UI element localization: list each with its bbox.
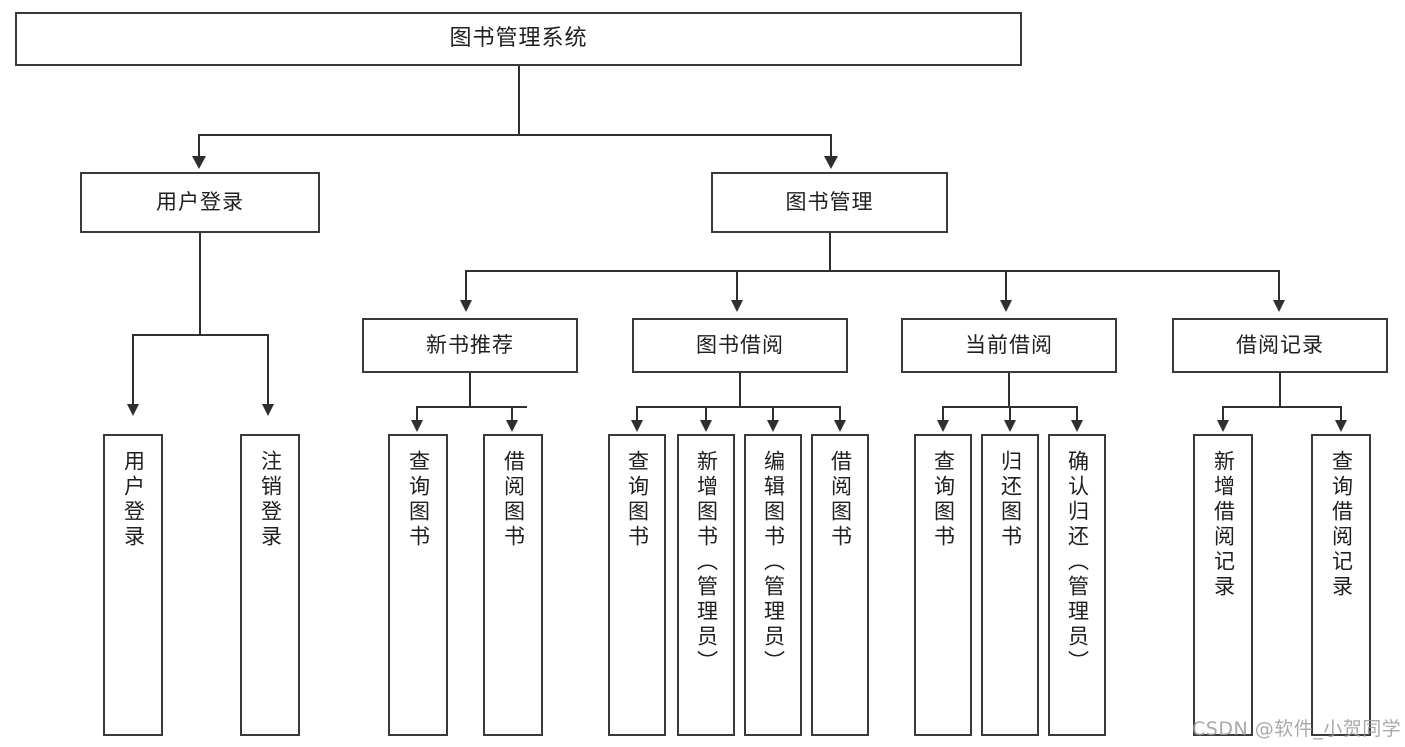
edge-userlogin-right	[267, 334, 269, 406]
node-label: 查询图书	[625, 450, 650, 550]
edge-newbook-r	[511, 406, 513, 422]
node-label: 用户登录	[156, 190, 244, 215]
leaf-newbook-borrow[interactable]: 借阅图书	[483, 434, 543, 736]
edge-newbook-l	[416, 406, 418, 422]
edge-newbook-bar	[416, 406, 527, 408]
node-label: 注销登录	[258, 450, 283, 550]
node-root-system[interactable]: 图书管理系统	[15, 12, 1022, 66]
node-label: 借阅记录	[1236, 333, 1324, 358]
edge-bookmgmt-c2	[736, 270, 738, 302]
edge-userlogin-bar	[132, 334, 269, 336]
node-book-borrow[interactable]: 图书借阅	[632, 318, 848, 373]
node-label: 查询图书	[931, 450, 956, 550]
node-label: 当前借阅	[965, 333, 1053, 358]
node-label: 新增图书（管理员）	[694, 450, 719, 675]
leaf-bookborrow-borrow[interactable]: 借阅图书	[811, 434, 869, 736]
node-label: 用户登录	[121, 450, 146, 550]
edge-userlogin-stem	[199, 233, 201, 335]
edge-bookmgmt-c4	[1278, 270, 1280, 302]
node-label: 归还图书	[998, 450, 1023, 550]
edge-newbook-stem	[469, 373, 471, 407]
edge-curborrow-c1	[942, 406, 944, 422]
edge-curborrow-stem	[1008, 373, 1010, 407]
edge-root-to-bookmgmt	[830, 134, 832, 158]
node-label: 编辑图书（管理员）	[761, 450, 786, 675]
node-label: 新增借阅记录	[1211, 450, 1236, 600]
arrow-bookborrow-c3	[767, 420, 779, 432]
leaf-curborrow-return[interactable]: 归还图书	[981, 434, 1039, 736]
node-label: 图书管理系统	[449, 26, 588, 52]
watermark-text: CSDN @软件_小贺同学	[1192, 718, 1402, 740]
edge-bookmgmt-c3	[1005, 270, 1007, 302]
edge-root-bar	[198, 134, 832, 136]
edge-borrowrec-r	[1340, 406, 1342, 422]
node-borrow-record[interactable]: 借阅记录	[1172, 318, 1388, 373]
arrow-to-bookmgmt	[824, 156, 838, 169]
arrow-curborrow-c2	[1004, 420, 1016, 432]
edge-borrowrec-stem	[1279, 373, 1281, 407]
arrow-bookborrow-c2	[700, 420, 712, 432]
edge-bookborrow-bar	[636, 406, 841, 408]
leaf-bookborrow-add[interactable]: 新增图书（管理员）	[677, 434, 735, 736]
edge-borrowrec-bar	[1222, 406, 1342, 408]
leaf-borrowrec-query[interactable]: 查询借阅记录	[1311, 434, 1371, 736]
node-label: 确认归还（管理员）	[1065, 450, 1090, 675]
edge-bookborrow-stem	[739, 373, 741, 407]
arrow-bookborrow-c4	[834, 420, 846, 432]
arrow-bookborrow-c1	[631, 420, 643, 432]
node-label: 借阅图书	[828, 450, 853, 550]
edge-root-stem	[518, 66, 520, 135]
edge-curborrow-c3	[1076, 406, 1078, 422]
edge-userlogin-left	[132, 334, 134, 406]
arrow-borrowrec-l	[1217, 420, 1229, 432]
edge-bookmgmt-c1	[465, 270, 467, 302]
arrow-userlogin-left	[127, 404, 139, 416]
leaf-user-logout[interactable]: 注销登录	[240, 434, 300, 736]
leaf-bookborrow-edit[interactable]: 编辑图书（管理员）	[744, 434, 802, 736]
edge-bookborrow-c2	[705, 406, 707, 422]
leaf-bookborrow-query[interactable]: 查询图书	[608, 434, 666, 736]
node-label: 借阅图书	[501, 450, 526, 550]
leaf-curborrow-confirm[interactable]: 确认归还（管理员）	[1048, 434, 1106, 736]
edge-root-to-userlogin	[198, 134, 200, 158]
edge-bookborrow-c3	[772, 406, 774, 422]
arrow-to-userlogin	[192, 156, 206, 169]
arrow-borrowrec-r	[1335, 420, 1347, 432]
arrow-curborrow-c3	[1071, 420, 1083, 432]
node-new-book-recommend[interactable]: 新书推荐	[362, 318, 578, 373]
node-label: 图书借阅	[696, 333, 784, 358]
edge-bookborrow-c4	[839, 406, 841, 422]
edge-bookborrow-c1	[636, 406, 638, 422]
arrow-to-book-borrow	[731, 300, 743, 312]
arrow-to-current-borrow	[1000, 300, 1012, 312]
node-label: 查询借阅记录	[1329, 450, 1354, 600]
edge-borrowrec-l	[1222, 406, 1224, 422]
leaf-newbook-query[interactable]: 查询图书	[388, 434, 448, 736]
edge-curborrow-c2	[1009, 406, 1011, 422]
leaf-borrowrec-add[interactable]: 新增借阅记录	[1193, 434, 1253, 736]
node-label: 查询图书	[406, 450, 431, 550]
node-user-login[interactable]: 用户登录	[80, 172, 320, 233]
arrow-curborrow-c1	[937, 420, 949, 432]
arrow-newbook-r	[506, 420, 518, 432]
node-label: 图书管理	[785, 190, 874, 215]
node-book-management[interactable]: 图书管理	[711, 172, 948, 233]
arrow-newbook-l	[411, 420, 423, 432]
arrow-userlogin-right	[262, 404, 274, 416]
leaf-user-login[interactable]: 用户登录	[103, 434, 163, 736]
node-current-borrow[interactable]: 当前借阅	[901, 318, 1117, 373]
arrow-to-new-book	[460, 300, 472, 312]
leaf-curborrow-query[interactable]: 查询图书	[914, 434, 972, 736]
edge-bookmgmt-bar	[465, 270, 1280, 272]
node-label: 新书推荐	[426, 333, 514, 358]
arrow-to-borrow-record	[1273, 300, 1285, 312]
edge-bookmgmt-stem	[829, 233, 831, 271]
